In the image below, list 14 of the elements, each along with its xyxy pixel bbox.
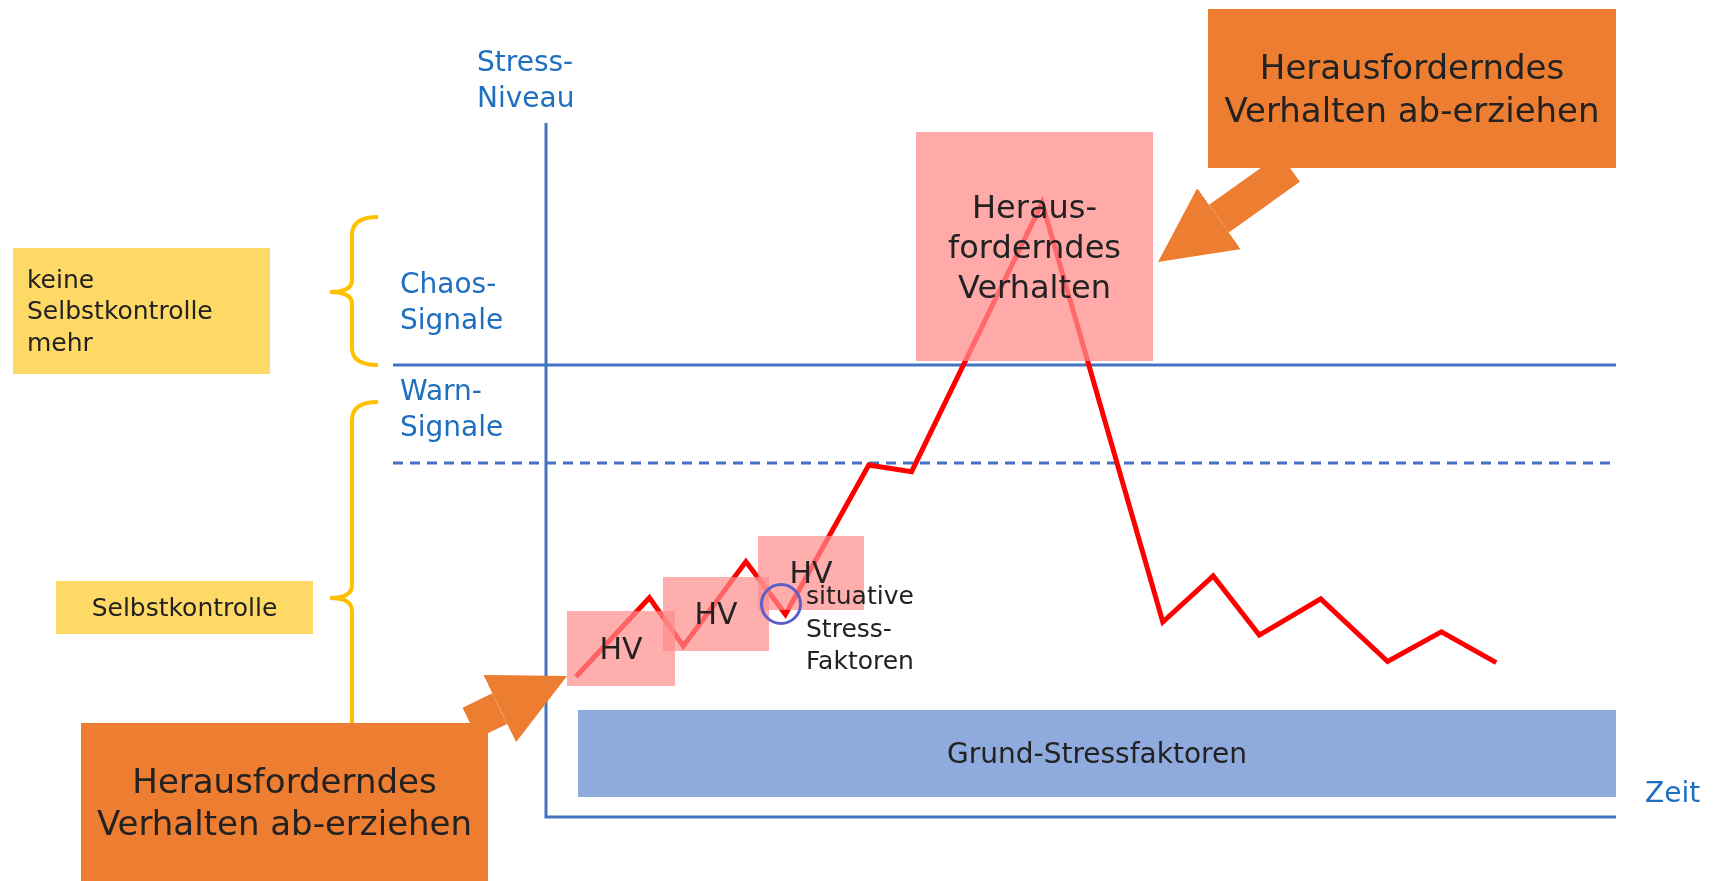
marker-circle bbox=[760, 583, 802, 625]
axis-label: Stress- Niveau bbox=[477, 44, 576, 117]
base-bar: Grund-Stressfaktoren bbox=[578, 710, 1616, 797]
callout-box: Herausforderndes Verhalten ab-erziehen bbox=[1208, 9, 1616, 168]
state-box: Selbstkontrolle bbox=[56, 581, 313, 634]
event-box: HV bbox=[567, 611, 675, 686]
axis-label: Warn- Signale bbox=[400, 373, 505, 446]
callout-box: Herausforderndes Verhalten ab-erziehen bbox=[81, 723, 488, 881]
axis-label: Chaos- Signale bbox=[400, 266, 505, 339]
event-box: HV bbox=[663, 577, 769, 651]
event-box: Heraus- forderndes Verhalten bbox=[916, 132, 1153, 361]
state-box: keine Selbstkontrolle mehr bbox=[13, 248, 270, 374]
axis-label: Zeit bbox=[1645, 775, 1702, 811]
arrow bbox=[462, 674, 567, 743]
